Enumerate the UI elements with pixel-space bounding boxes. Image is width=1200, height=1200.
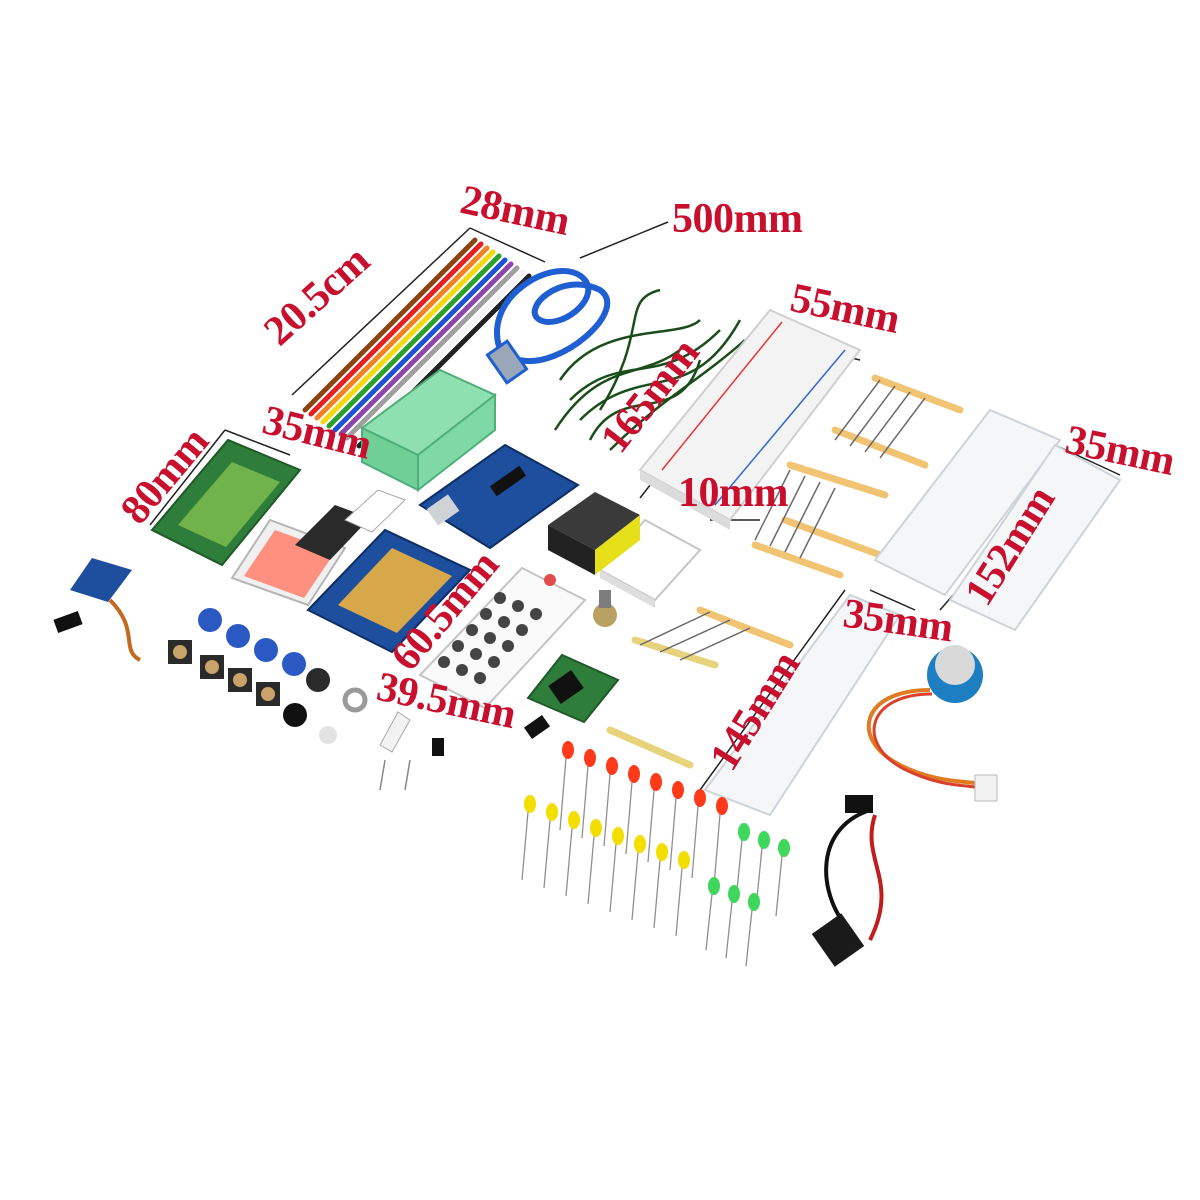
resistor-leads [639, 379, 926, 661]
misc-components [319, 687, 551, 791]
acrylic-plates [703, 408, 1122, 817]
stepper-driver-board [526, 653, 620, 724]
push-buttons [168, 608, 330, 727]
jumper-wires-bundle [553, 288, 746, 451]
prototype-shield [306, 528, 472, 654]
red-leds [559, 741, 728, 887]
battery-snap-cable [811, 795, 884, 967]
seven-segment-display [295, 489, 406, 560]
dimension-label-500mm: 500mm [672, 196, 803, 242]
ir-remote [418, 566, 587, 710]
arduino-uno-board [418, 443, 580, 550]
potentiometer [593, 590, 617, 627]
component-box [360, 368, 497, 493]
battery-9v [548, 492, 640, 575]
yellow-leds [521, 795, 690, 937]
lcd-module [150, 438, 302, 567]
breadboard-large [638, 308, 862, 530]
stepper-motor [866, 645, 998, 802]
servo-motor [53, 558, 142, 662]
resistor-strips [606, 374, 964, 769]
dimension-label-10mm: 10mm [678, 470, 788, 516]
usb-cable [485, 268, 611, 385]
green-leds [705, 823, 790, 967]
